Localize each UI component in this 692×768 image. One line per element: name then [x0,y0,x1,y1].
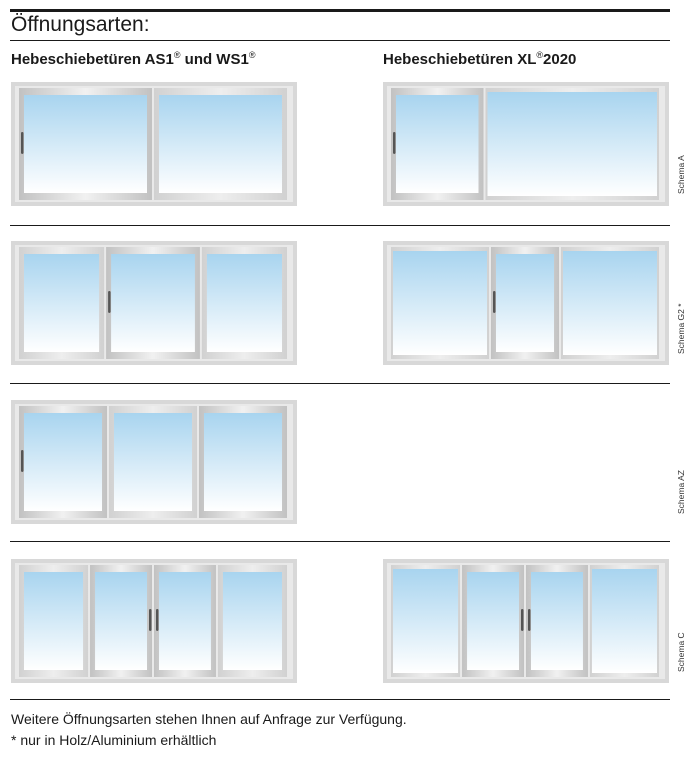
door-handle-icon [521,609,524,631]
door-handle-icon [493,291,496,313]
glass-pane [531,572,583,670]
window-3-left [11,559,297,683]
glass-pane [222,572,282,670]
column-heading-as1-ws1: Hebeschiebetüren AS1® und WS1® [11,50,256,68]
door-handle-icon [393,132,396,154]
glass-pane [563,251,657,355]
column-heading-xl2020: Hebeschiebetüren XL®2020 [383,50,577,68]
row-divider-3 [10,541,670,542]
glass-pane [396,95,479,193]
glass-pane [159,572,211,670]
glass-pane [206,254,282,352]
footer-note: Weitere Öffnungsarten stehen Ihnen auf A… [11,711,407,727]
glass-pane [467,572,519,670]
door-handle-icon [108,291,111,313]
footer-footnote: * nur in Holz/Aluminium erhältlich [11,732,217,748]
glass-pane [24,95,147,193]
glass-pane [393,569,459,673]
window-3-right [383,559,669,683]
glass-pane [114,413,192,511]
window-1-left [11,241,297,365]
glass-pane [24,572,84,670]
glass-pane [204,413,282,511]
row-divider-2 [10,383,670,384]
title-rule [10,40,670,41]
window-0-left [11,82,297,206]
glass-pane [393,251,487,355]
door-handle-icon [156,609,159,631]
glass-pane [159,95,282,193]
door-handle-icon [21,450,24,472]
schema-label-c: Schema C [676,632,686,672]
row-divider-4 [10,699,670,700]
schema-label-g2: Schema G2 * [676,303,686,354]
top-rule [10,9,670,12]
glass-pane [95,572,147,670]
door-handle-icon [149,609,152,631]
schema-label-az: Schema AZ [676,470,686,514]
page-title: Öffnungsarten: [11,13,150,36]
glass-pane [496,254,554,352]
glass-pane [111,254,195,352]
glass-pane [24,254,100,352]
glass-pane [591,569,657,673]
door-handle-icon [528,609,531,631]
window-2-left [11,400,297,524]
window-0-right [383,82,669,206]
schema-label-a: Schema A [676,155,686,194]
door-handle-icon [21,132,24,154]
glass-pane [487,92,657,196]
glass-pane [24,413,102,511]
window-1-right [383,241,669,365]
row-divider-1 [10,225,670,226]
